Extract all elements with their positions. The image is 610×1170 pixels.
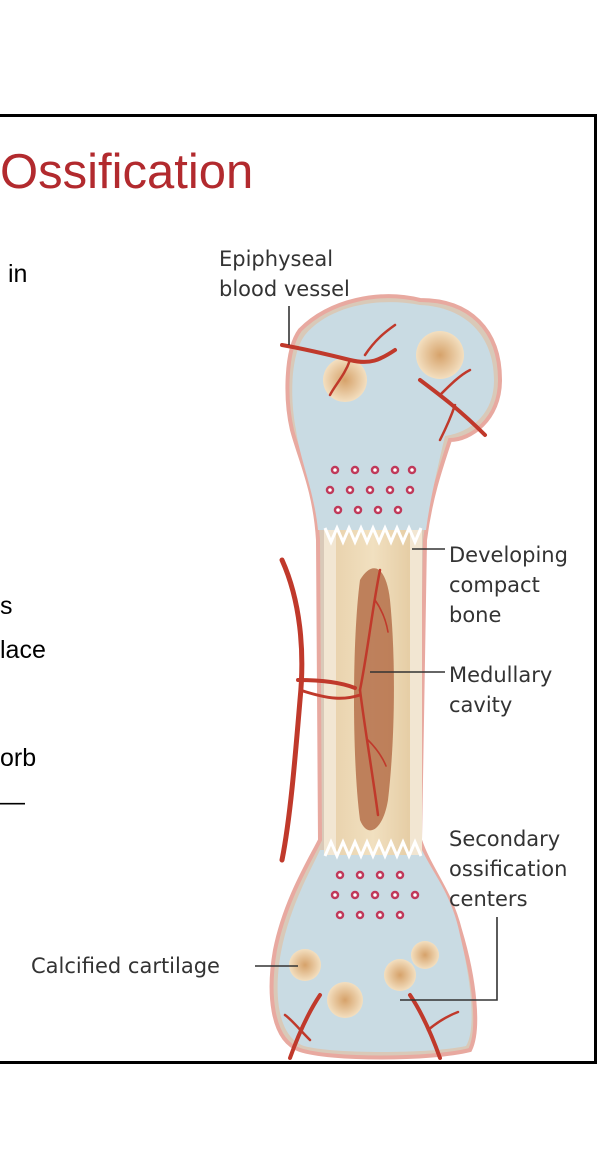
slide-frame: [0, 114, 597, 1064]
chondrocytes-upper: [325, 465, 417, 515]
ossification-center: [289, 949, 321, 981]
body-text-fragment: orb: [0, 744, 37, 772]
label-developing-compact-bone: Developing compact bone: [449, 543, 568, 627]
label-epiphyseal-blood-vessel: Epiphyseal blood vessel: [219, 247, 350, 301]
lower-epiphysis: [277, 850, 472, 1052]
ossification-center: [411, 941, 439, 969]
blood-vessels: [279, 323, 487, 1060]
label-medullary-cavity: Medullary cavity: [449, 663, 553, 717]
ossification-center: [327, 982, 363, 1018]
ossification-center: [323, 358, 367, 402]
body-text-fragment: s: [0, 592, 13, 620]
leader-lines: [255, 306, 498, 1001]
label-secondary-ossification-centers: Secondary ossification centers: [449, 827, 568, 911]
label-calcified-cartilage: Calcified cartilage: [31, 954, 220, 978]
chondrocytes-lower: [330, 870, 420, 920]
body-text-fragment: lace: [0, 636, 46, 664]
body-text-fragment: in: [8, 260, 28, 288]
ossification-center: [384, 959, 416, 991]
body-text-fragment: —: [0, 788, 25, 816]
ossification-center: [416, 331, 464, 379]
slide-title: Ossification: [0, 145, 254, 199]
medullary-cavity: [354, 568, 394, 831]
